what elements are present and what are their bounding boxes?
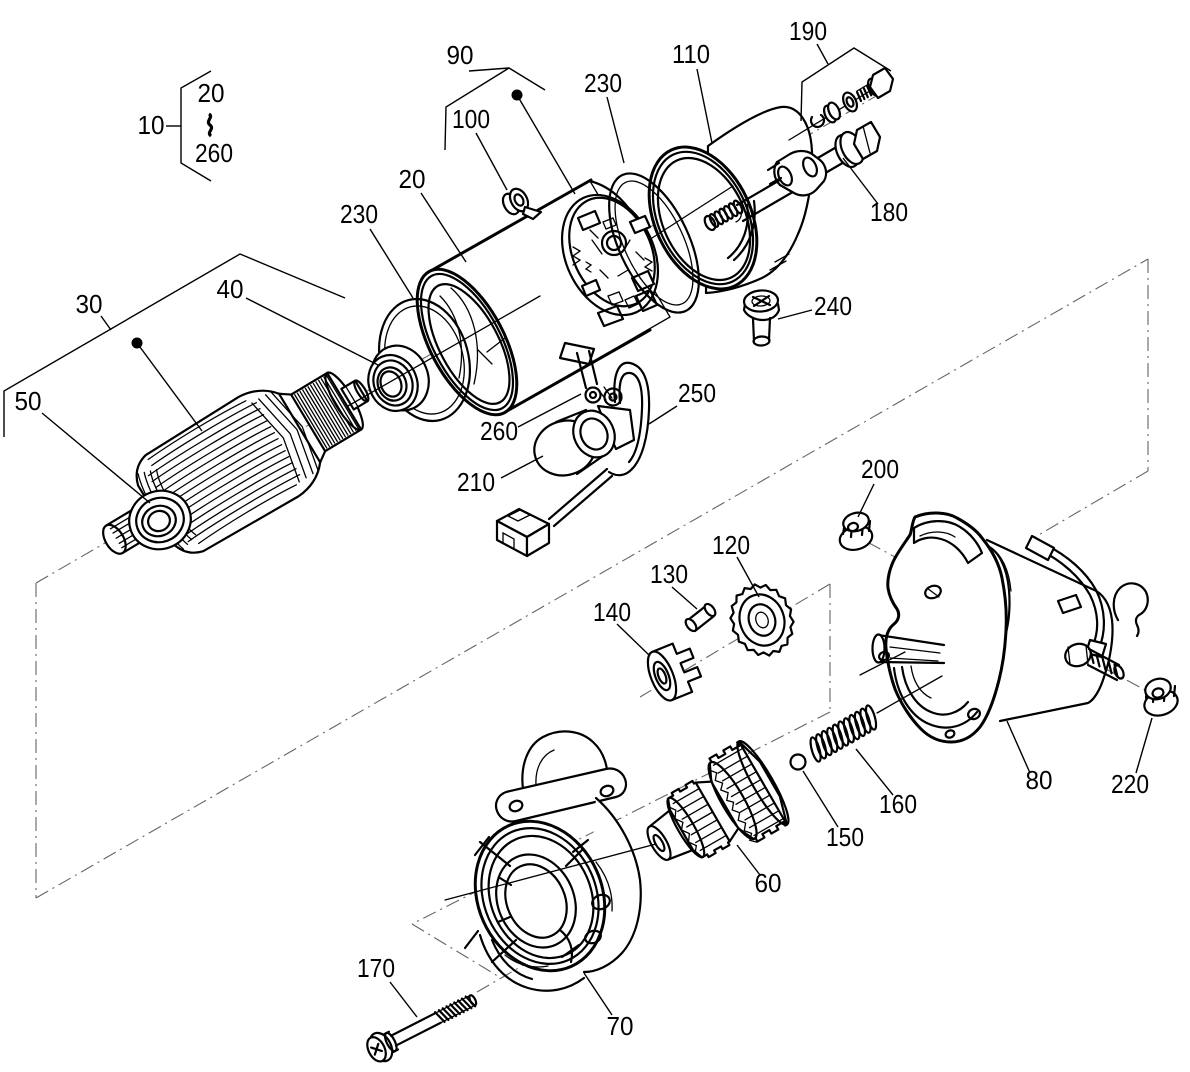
svg-text:190: 190 bbox=[789, 16, 827, 46]
svg-text:140: 140 bbox=[593, 597, 631, 627]
svg-text:160: 160 bbox=[879, 789, 917, 819]
svg-text:120: 120 bbox=[712, 530, 750, 560]
svg-text:240: 240 bbox=[814, 291, 852, 321]
svg-text:230: 230 bbox=[340, 199, 378, 229]
svg-text:10: 10 bbox=[138, 110, 165, 140]
svg-text:100: 100 bbox=[452, 104, 490, 134]
svg-text:230: 230 bbox=[584, 68, 622, 98]
svg-text:210: 210 bbox=[457, 467, 495, 497]
svg-text:220: 220 bbox=[1111, 769, 1149, 799]
svg-text:70: 70 bbox=[607, 1011, 634, 1041]
svg-text:150: 150 bbox=[826, 822, 864, 852]
svg-text:170: 170 bbox=[357, 953, 395, 983]
svg-text:20: 20 bbox=[198, 78, 225, 108]
svg-text:60: 60 bbox=[755, 868, 782, 898]
svg-text:90: 90 bbox=[447, 40, 474, 70]
svg-text:180: 180 bbox=[870, 197, 908, 227]
svg-text:130: 130 bbox=[650, 559, 688, 589]
svg-text:50: 50 bbox=[15, 386, 42, 416]
svg-text:250: 250 bbox=[678, 378, 716, 408]
svg-text:40: 40 bbox=[217, 274, 244, 304]
svg-text:260: 260 bbox=[480, 416, 518, 446]
svg-text:80: 80 bbox=[1026, 765, 1053, 795]
svg-text:200: 200 bbox=[861, 454, 899, 484]
svg-text:30: 30 bbox=[76, 289, 103, 319]
svg-text:20: 20 bbox=[399, 164, 426, 194]
svg-text:110: 110 bbox=[672, 39, 710, 69]
svg-text:260: 260 bbox=[195, 138, 233, 168]
